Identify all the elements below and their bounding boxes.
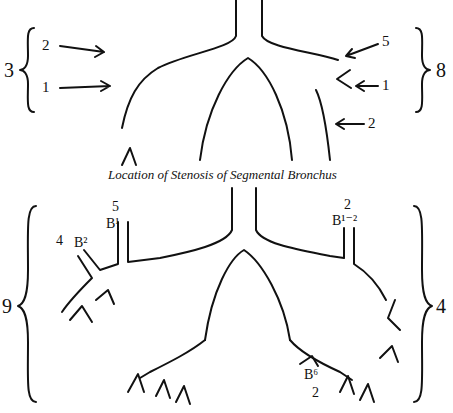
callout-number: B¹⁻² bbox=[332, 214, 357, 228]
bronchus-wall bbox=[122, 0, 236, 128]
bronchus-wall bbox=[128, 374, 190, 404]
arrow bbox=[346, 44, 378, 58]
callout-number: 8 bbox=[436, 60, 446, 80]
bronchus-wall bbox=[388, 300, 400, 330]
bracket bbox=[414, 206, 432, 402]
bronchus-wall bbox=[340, 346, 398, 402]
bronchus-wall bbox=[337, 70, 351, 88]
bronchus-wall bbox=[354, 228, 386, 300]
callout-number: 2 bbox=[344, 198, 351, 212]
bronchus-wall bbox=[70, 290, 114, 322]
bracket bbox=[416, 28, 430, 112]
callout-number: 2 bbox=[312, 386, 319, 400]
bronchus-wall bbox=[290, 340, 352, 380]
callout-number: 3 bbox=[4, 60, 14, 80]
callout-number: 4 bbox=[56, 234, 63, 248]
callout-number: 5 bbox=[112, 200, 119, 214]
callout-number: 5 bbox=[382, 34, 390, 49]
bronchus-wall bbox=[200, 58, 292, 160]
callout-number: 2 bbox=[42, 38, 50, 53]
bronchus-wall bbox=[62, 256, 92, 312]
arrow bbox=[60, 81, 110, 91]
callout-number: 2 bbox=[368, 116, 376, 131]
bracket bbox=[18, 206, 36, 402]
callout-number: B² bbox=[74, 236, 88, 250]
bronchus-wall bbox=[205, 250, 290, 340]
bronchus-wall bbox=[128, 188, 232, 262]
bronchus-wall bbox=[122, 148, 136, 165]
arrow bbox=[356, 81, 378, 91]
callout-number: B¹ bbox=[106, 217, 120, 231]
callout-number: 4 bbox=[436, 296, 446, 316]
arrow bbox=[60, 46, 104, 57]
bracket bbox=[20, 28, 34, 112]
bronchus-wall bbox=[316, 90, 330, 160]
bronchus-wall bbox=[140, 340, 205, 378]
callout-number: B⁶ bbox=[304, 368, 318, 382]
bronchus-wall bbox=[256, 188, 344, 258]
arrow bbox=[336, 119, 364, 129]
callout-number: 9 bbox=[2, 296, 12, 316]
figure-caption: Location of Stenosis of Segmental Bronch… bbox=[108, 168, 337, 181]
callout-number: 1 bbox=[382, 78, 390, 93]
bronchus-wall bbox=[262, 0, 338, 60]
callout-number: 1 bbox=[42, 80, 50, 95]
bronchus-wall bbox=[300, 356, 318, 366]
